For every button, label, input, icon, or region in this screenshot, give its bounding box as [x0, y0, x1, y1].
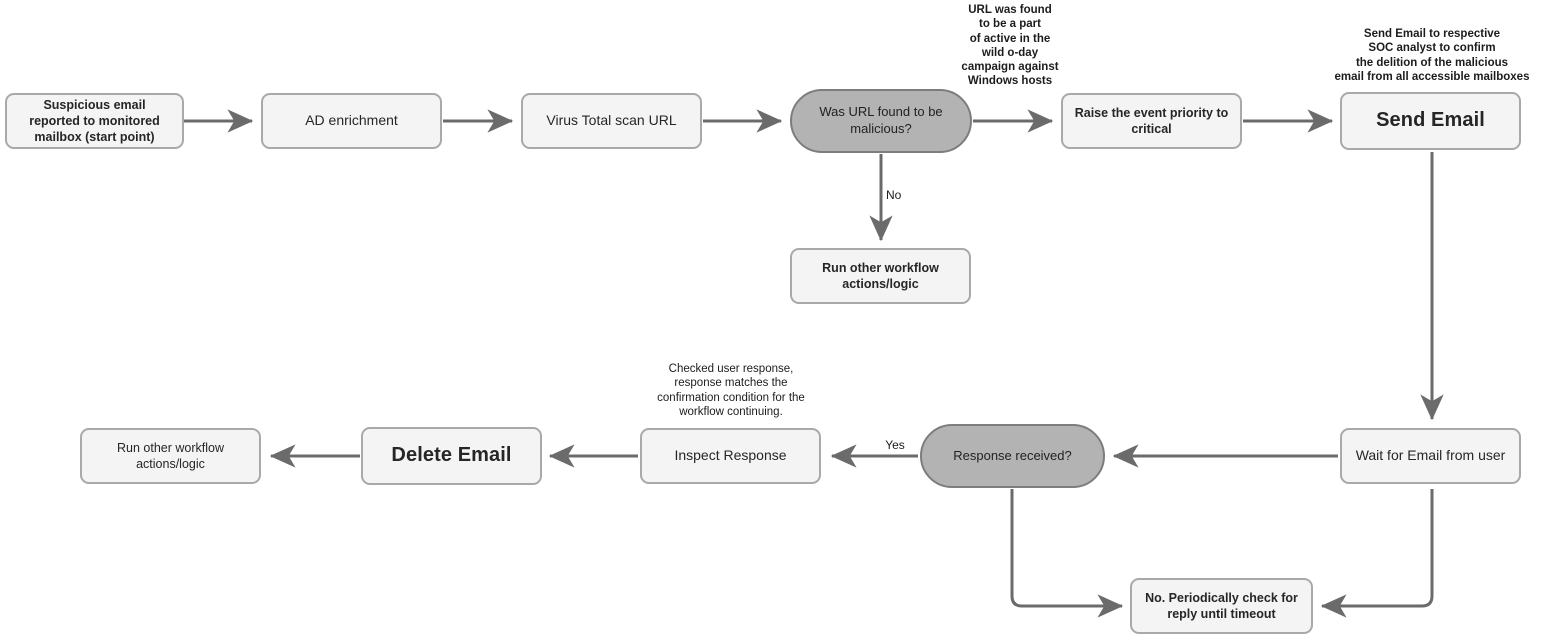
node-ad-enrichment[interactable]: AD enrichment: [261, 93, 442, 149]
node-virus-total-scan-url[interactable]: Virus Total scan URL: [521, 93, 702, 149]
node-decision-was-url-malicious[interactable]: Was URL found to be malicious?: [790, 89, 972, 153]
edge-label-no: No: [886, 188, 902, 202]
edge-label-send-email-note: Send Email to respective SOC analyst to …: [1334, 28, 1530, 83]
node-send-email[interactable]: Send Email: [1340, 92, 1521, 150]
node-inspect-response[interactable]: Inspect Response: [640, 428, 821, 484]
edge-decision-response-no-loop: [1010, 489, 1124, 618]
node-raise-event-priority[interactable]: Raise the event priority to critical: [1061, 93, 1242, 149]
node-suspicious-email-start[interactable]: Suspicious email reported to monitored m…: [5, 93, 184, 149]
edge-label-checked-user-response: Checked user response, response matches …: [657, 363, 805, 418]
node-delete-email[interactable]: Delete Email: [361, 427, 542, 485]
node-run-other-workflow-top[interactable]: Run other workflow actions/logic: [790, 248, 971, 304]
edge-wait-to-periodic-loop: [1320, 489, 1434, 618]
node-wait-for-email-from-user[interactable]: Wait for Email from user: [1340, 428, 1521, 484]
edge-label-url-campaign: URL was found to be a part of active in …: [961, 4, 1059, 88]
node-periodically-check-reply[interactable]: No. Periodically check for reply until t…: [1130, 578, 1313, 634]
edge-label-yes: Yes: [885, 438, 905, 452]
node-decision-response-received[interactable]: Response received?: [920, 424, 1105, 488]
node-run-other-workflow-bottom[interactable]: Run other workflow actions/logic: [80, 428, 261, 484]
